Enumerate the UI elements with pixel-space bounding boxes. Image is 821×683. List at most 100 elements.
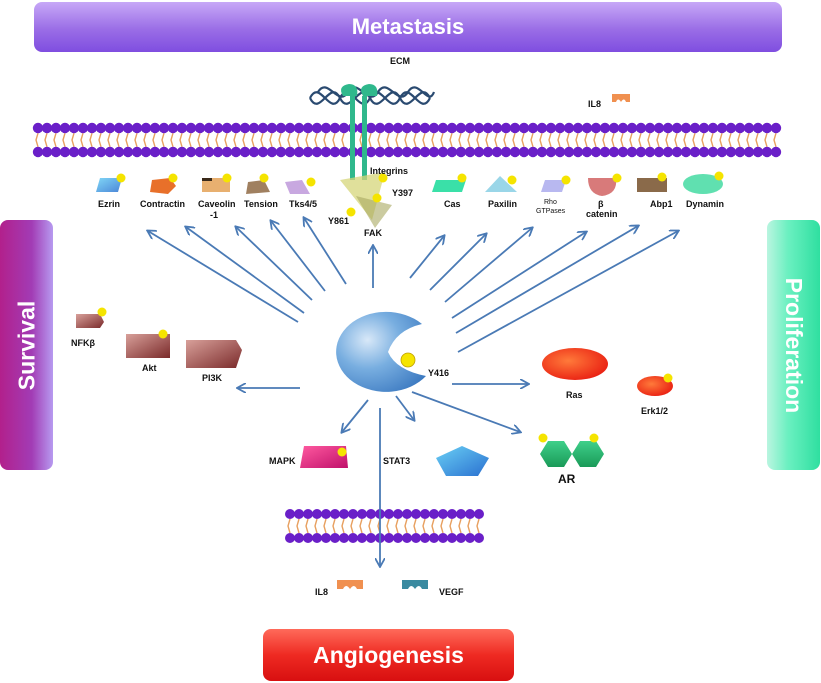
lipid-tail — [764, 133, 768, 147]
lipid-tail — [107, 133, 111, 147]
phosphate-dot-icon — [378, 173, 388, 183]
lipid-head — [95, 146, 107, 158]
lipid-head — [77, 146, 89, 158]
paxilin-icon — [485, 175, 517, 192]
lipid-head — [626, 122, 638, 134]
lipid-head — [275, 146, 287, 158]
diagram-labels: ECM IL8 Integrins Y397 Y861 FAK Y416 Ezr… — [71, 56, 724, 597]
lipid-tail — [395, 518, 399, 534]
lipid-tail — [116, 133, 120, 147]
lipid-head — [617, 146, 629, 158]
lipid-head — [464, 122, 476, 134]
arrow-to-beta-catenin — [451, 232, 586, 319]
arrow-to-ezrin — [148, 231, 299, 323]
lipid-head — [293, 146, 305, 158]
integrin-receptor-icon — [341, 84, 378, 180]
lipid-head — [554, 122, 566, 134]
lipid-head — [366, 533, 376, 543]
arrow-to-cas — [409, 236, 444, 279]
lipid-head — [284, 122, 296, 134]
lipid-head — [474, 509, 484, 519]
lipid-head — [212, 146, 224, 158]
lipid-head — [321, 533, 331, 543]
lipid-head — [303, 509, 313, 519]
lipid-head — [428, 146, 440, 158]
lipid-tail — [476, 518, 480, 534]
y397-label: Y397 — [392, 188, 413, 198]
lipid-tail — [710, 133, 714, 147]
y861-label: Y861 — [328, 216, 349, 226]
beta-catenin-icon — [588, 173, 622, 196]
ar-icon — [538, 433, 604, 467]
lipid-head — [725, 122, 737, 134]
lipid-head — [626, 146, 638, 158]
lipid-head — [491, 146, 503, 158]
lipid-tail — [323, 518, 327, 534]
lipid-head — [402, 509, 412, 519]
lipid-head — [203, 122, 215, 134]
lipid-head — [734, 146, 746, 158]
contractin-icon — [150, 173, 178, 194]
lipid-tail — [449, 133, 453, 147]
lipid-head — [357, 509, 367, 519]
lipid-head — [761, 122, 773, 134]
dynamin-icon — [683, 171, 724, 194]
lipid-head — [662, 146, 674, 158]
lipid-tail — [125, 133, 129, 147]
lipid-head — [716, 146, 728, 158]
lipid-head — [330, 533, 340, 543]
lipid-head — [77, 122, 89, 134]
lipid-head — [230, 122, 242, 134]
lipid-head — [221, 146, 233, 158]
lipid-head — [86, 122, 98, 134]
lipid-head — [420, 533, 430, 543]
lipid-head — [294, 533, 304, 543]
lipid-head — [392, 146, 404, 158]
lipid-head — [302, 122, 314, 134]
caveolin-icon — [202, 173, 232, 192]
lipid-head — [644, 146, 656, 158]
lipid-head — [438, 533, 448, 543]
lipid-head — [599, 146, 611, 158]
lipid-head — [473, 146, 485, 158]
lipid-head — [185, 146, 197, 158]
lipid-head — [86, 146, 98, 158]
stat3-label: STAT3 — [383, 456, 410, 466]
beta-label-line1: β — [598, 199, 604, 209]
lipid-head — [581, 146, 593, 158]
lipid-head — [743, 122, 755, 134]
ecm-fiber-icon — [309, 86, 436, 105]
lipid-head — [311, 122, 323, 134]
tks-label: Tks4/5 — [289, 199, 317, 209]
rho-gtpases-icon — [541, 175, 571, 192]
cas-label: Cas — [444, 199, 461, 209]
lipid-tail — [548, 133, 552, 147]
arrow-to-paxilin — [429, 234, 486, 291]
stat3-icon — [436, 446, 489, 476]
lipid-tail — [224, 133, 228, 147]
lipid-head — [140, 122, 152, 134]
lipid-tail — [575, 133, 579, 147]
lipid-head — [339, 509, 349, 519]
lipid-tail — [683, 133, 687, 147]
lipid-tail — [242, 133, 246, 147]
lipid-head — [339, 533, 349, 543]
lipid-tail — [701, 133, 705, 147]
lipid-head — [392, 122, 404, 134]
lipid-tail — [719, 133, 723, 147]
lipid-head — [527, 122, 539, 134]
lipid-head — [248, 122, 260, 134]
lipid-head — [689, 122, 701, 134]
lipid-tail — [278, 133, 282, 147]
lipid-head — [311, 146, 323, 158]
lipid-tail — [449, 518, 453, 534]
lipid-head — [411, 533, 421, 543]
lipid-head — [518, 122, 530, 134]
lipid-head — [554, 146, 566, 158]
lipid-tail — [494, 133, 498, 147]
lipid-head — [266, 122, 278, 134]
lipid-head — [312, 533, 322, 543]
lipid-head — [95, 122, 107, 134]
bottom-membrane — [285, 509, 484, 543]
